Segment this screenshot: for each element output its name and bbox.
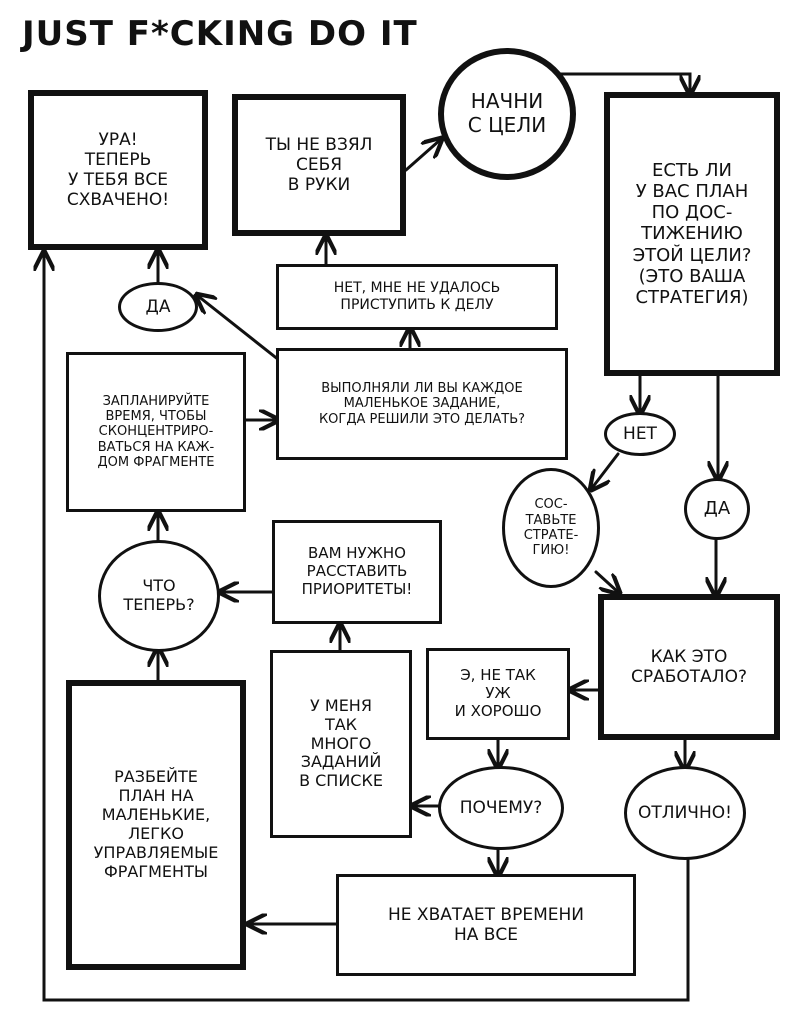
arrow-strategy-to-how: [594, 570, 618, 592]
prioritize-label: ВАМ НУЖНО РАССТАВИТЬ ПРИОРИТЕТЫ!: [301, 544, 413, 598]
not-so-good-box: Э, НЕ ТАК УЖ И ХОРОШО: [426, 648, 570, 740]
why-label: ПОЧЕМУ?: [459, 797, 543, 818]
hooray-box: УРА! ТЕПЕРЬ У ТЕБЯ ВСЕ СХВАЧЕНО!: [28, 90, 208, 250]
arrow-great-loop-to-hooray: [44, 254, 690, 1002]
start-node: НАЧНИ С ЦЕЛИ: [438, 48, 576, 180]
make-strategy-label: СОС- ТАВЬТЕ СТРАТЕ- ГИЮ!: [523, 497, 579, 559]
great-label: ОТЛИЧНО!: [638, 802, 732, 823]
page-title: JUST F*CKING DO IT: [22, 14, 418, 54]
prioritize-box: ВАМ НУЖНО РАССТАВИТЬ ПРИОРИТЕТЫ!: [272, 520, 442, 624]
no-time-box: НЕ ХВАТАЕТ ВРЕМЕНИ НА ВСЕ: [336, 874, 636, 976]
no-fail-box: НЕТ, МНЕ НЕ УДАЛОСЬ ПРИСТУПИТЬ К ДЕЛУ: [276, 264, 558, 330]
schedule-label: ЗАПЛАНИРУЙТЕ ВРЕМЯ, ЧТОБЫ СКОНЦЕНТРИРО- …: [97, 393, 215, 470]
what-now-oval: ЧТО ТЕПЕРЬ?: [98, 540, 220, 652]
not-together-box: ТЫ НЕ ВЗЯЛ СЕБЯ В РУКИ: [232, 94, 406, 236]
no-plan-label: НЕТ: [623, 423, 657, 444]
break-plan-label: РАЗБЕЙТЕ ПЛАН НА МАЛЕНЬКИЕ, ЛЕГКО УПРАВЛ…: [93, 767, 219, 881]
yes-plan-oval: ДА: [684, 478, 750, 540]
schedule-box: ЗАПЛАНИРУЙТЕ ВРЕМЯ, ЧТОБЫ СКОНЦЕНТРИРО- …: [66, 352, 246, 512]
yes-done-oval: ДА: [118, 282, 198, 332]
no-fail-label: НЕТ, МНЕ НЕ УДАЛОСЬ ПРИСТУПИТЬ К ДЕЛУ: [333, 280, 501, 313]
arrow-didtasks-to-yes: [198, 296, 286, 366]
too-many-box: У МЕНЯ ТАК МНОГО ЗАДАНИЙ В СПИСКЕ: [270, 650, 412, 838]
no-plan-oval: НЕТ: [604, 412, 676, 456]
did-tasks-box: ВЫПОЛНЯЛИ ЛИ ВЫ КАЖДОЕ МАЛЕНЬКОЕ ЗАДАНИЕ…: [276, 348, 568, 460]
arrow-start-to-plan: [538, 72, 690, 92]
make-strategy-oval: СОС- ТАВЬТЕ СТРАТЕ- ГИЮ!: [502, 468, 600, 588]
plan-question-label: ЕСТЬ ЛИ У ВАС ПЛАН ПО ДОС- ТИЖЕНИЮ ЭТОЙ …: [632, 159, 752, 309]
yes-plan-label: ДА: [703, 498, 731, 520]
arrow-no-to-strategy: [592, 452, 620, 488]
break-plan-box: РАЗБЕЙТЕ ПЛАН НА МАЛЕНЬКИЕ, ЛЕГКО УПРАВЛ…: [66, 680, 246, 970]
arrow-nottogether-to-start: [404, 140, 440, 172]
great-oval: ОТЛИЧНО!: [624, 766, 746, 860]
plan-question-box: ЕСТЬ ЛИ У ВАС ПЛАН ПО ДОС- ТИЖЕНИЮ ЭТОЙ …: [604, 92, 780, 376]
what-now-label: ЧТО ТЕПЕРЬ?: [123, 576, 195, 614]
did-tasks-label: ВЫПОЛНЯЛИ ЛИ ВЫ КАЖДОЕ МАЛЕНЬКОЕ ЗАДАНИЕ…: [318, 381, 526, 427]
start-label: НАЧНИ С ЦЕЛИ: [467, 89, 547, 137]
not-so-good-label: Э, НЕ ТАК УЖ И ХОРОШО: [454, 666, 542, 720]
no-time-label: НЕ ХВАТАЕТ ВРЕМЕНИ НА ВСЕ: [388, 904, 584, 945]
why-oval: ПОЧЕМУ?: [438, 766, 564, 850]
too-many-label: У МЕНЯ ТАК МНОГО ЗАДАНИЙ В СПИСКЕ: [299, 695, 383, 791]
how-worked-box: КАК ЭТО СРАБОТАЛО?: [598, 594, 780, 740]
how-worked-label: КАК ЭТО СРАБОТАЛО?: [631, 646, 747, 687]
yes-done-label: ДА: [145, 296, 171, 317]
not-together-label: ТЫ НЕ ВЗЯЛ СЕБЯ В РУКИ: [265, 134, 373, 196]
hooray-label: УРА! ТЕПЕРЬ У ТЕБЯ ВСЕ СХВАЧЕНО!: [66, 129, 170, 211]
